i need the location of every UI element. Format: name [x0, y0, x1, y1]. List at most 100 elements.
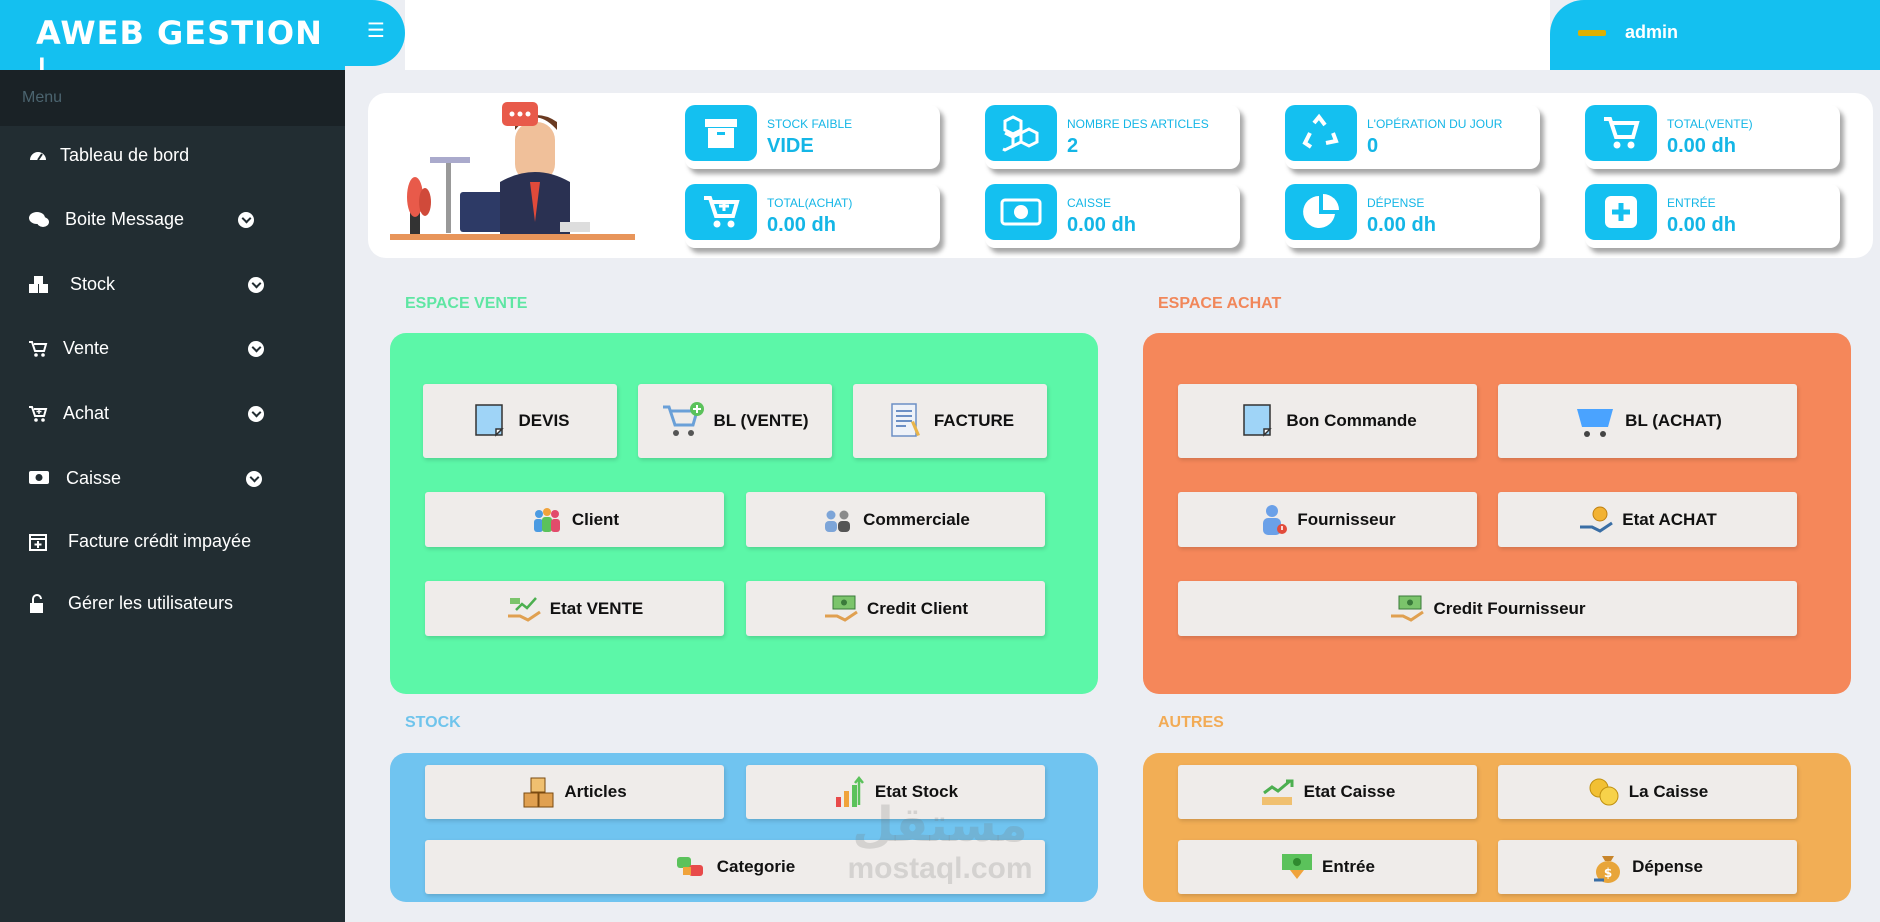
tile-etat-achat[interactable]: Etat ACHAT [1498, 492, 1797, 547]
money-icon [28, 469, 49, 489]
stat-label: L'OPÉRATION DU JOUR [1367, 117, 1503, 131]
sidebar-item-achat[interactable]: Achat [0, 392, 345, 436]
unlock-icon [28, 594, 48, 614]
tile-facture[interactable]: FACTURE [853, 384, 1047, 458]
sidebar-item-label: Facture crédit impayée [68, 531, 252, 551]
tile-label: Client [571, 509, 620, 529]
team-icon [821, 506, 855, 534]
cubes-icon [28, 275, 48, 295]
sidebar-item-facture-cr-dit-impay-e[interactable]: Facture crédit impayée [0, 520, 345, 564]
hamburger-icon: ☰ [367, 20, 385, 42]
menu-header: Menu [0, 70, 345, 126]
tile-credit-client[interactable]: Credit Client [746, 581, 1045, 636]
tile-label: Etat VENTE [549, 598, 644, 618]
tile-devis[interactable]: DEVIS [423, 384, 617, 458]
stat-label: TOTAL(ACHAT) [767, 196, 853, 210]
tile-etat-caisse[interactable]: Etat Caisse [1178, 765, 1477, 819]
category-icon [675, 853, 709, 881]
tile-credit-fournisseur[interactable]: Credit Fournisseur [1178, 581, 1797, 636]
section-title-vente: ESPACE VENTE [405, 295, 528, 312]
sidebar-item-stock[interactable]: Stock [0, 263, 345, 307]
watermark: مستقل mostaql.com [820, 800, 1060, 900]
sidebar-item-label: Boite Message [65, 209, 185, 229]
cart-plus-icon [685, 184, 757, 240]
invoice-icon [886, 401, 926, 441]
stat-label: DÉPENSE [1367, 196, 1425, 210]
watermark-text: mostaql.com [847, 852, 1033, 885]
stat-cart-plus: TOTAL(ACHAT) 0.00 dh [685, 184, 940, 248]
note-icon [1238, 401, 1278, 441]
stat-value: 0.00 dh [1367, 214, 1436, 236]
sidebar-item-g-rer-les-utilisateurs[interactable]: Gérer les utilisateurs [0, 582, 345, 626]
tile-label: Commerciale [863, 509, 970, 529]
supplier-icon [1259, 503, 1289, 537]
sidebar-item-boite-message[interactable]: Boite Message [0, 198, 345, 242]
chat-icon [28, 210, 49, 230]
chevron-down-icon [238, 212, 254, 228]
cart-plus-icon [28, 404, 48, 424]
stat-value: VIDE [767, 135, 814, 157]
dashboard-icon [28, 146, 48, 166]
tile-label: BL (VENTE) [713, 411, 809, 430]
cart-icon [1585, 105, 1657, 161]
chevron-down-icon [246, 471, 262, 487]
archive-icon [685, 105, 757, 161]
chevron-down-icon [248, 341, 264, 357]
stat-pie-chart: DÉPENSE 0.00 dh [1285, 184, 1540, 248]
tile-label: Credit Fournisseur [1433, 598, 1586, 618]
app-brand[interactable]: AWEB GESTION | [0, 0, 345, 90]
tile-label: Etat Stock [874, 782, 959, 801]
tile-label: DEVIS [518, 411, 570, 430]
hand-chart-icon [506, 594, 542, 624]
tile-label: La Caisse [1628, 782, 1709, 801]
stat-money: CAISSE 0.00 dh [985, 184, 1240, 248]
stat-label: TOTAL(VENTE) [1667, 117, 1753, 131]
tile-fournisseur[interactable]: Fournisseur [1178, 492, 1477, 547]
recycle-icon [1285, 105, 1357, 161]
tile-commerciale[interactable]: Commerciale [746, 492, 1045, 547]
tile-etat-vente[interactable]: Etat VENTE [425, 581, 724, 636]
tile-categorie[interactable]: Categorie [425, 840, 1045, 894]
stat-value: 0.00 dh [1067, 214, 1136, 236]
tile-label: Credit Client [866, 598, 969, 618]
menu-toggle-button[interactable]: ☰ [345, 0, 405, 66]
sidebar-item-label: Tableau de bord [60, 145, 190, 165]
tile-etat-stock[interactable]: Etat Stock [746, 765, 1045, 819]
tile-bl-achat[interactable]: BL (ACHAT) [1498, 384, 1797, 458]
stat-value: 0 [1367, 135, 1379, 157]
pie-chart-icon [1285, 184, 1357, 240]
sidebar-item-label: Caisse [66, 468, 122, 488]
user-menu[interactable]: admin [1550, 0, 1880, 70]
sidebar-item-tableau-de-bord[interactable]: Tableau de bord [0, 134, 345, 178]
stat-recycle: L'OPÉRATION DU JOUR 0 [1285, 105, 1540, 169]
money-in-icon [1280, 852, 1314, 882]
cart-blue-icon [1573, 401, 1617, 441]
sidebar-item-caisse[interactable]: Caisse [0, 457, 345, 501]
calendar-plus-icon [28, 532, 48, 552]
tile-d-pense[interactable]: $Dépense [1498, 840, 1797, 894]
sidebar-item-vente[interactable]: Vente [0, 327, 345, 371]
tile-la-caisse[interactable]: La Caisse [1498, 765, 1797, 819]
tile-entr-e[interactable]: Entrée [1178, 840, 1477, 894]
top-bar [405, 0, 1550, 70]
sidebar-item-label: Vente [63, 338, 110, 358]
businessman-illustration [390, 102, 635, 240]
stat-value: 0.00 dh [767, 214, 836, 236]
tile-articles[interactable]: Articles [425, 765, 724, 819]
tile-bl-vente[interactable]: BL (VENTE) [638, 384, 832, 458]
tile-label: FACTURE [933, 411, 1015, 430]
chevron-down-icon [248, 277, 264, 293]
user-avatar-icon [1578, 30, 1606, 36]
line-growth-icon [1260, 777, 1296, 807]
stat-cart: TOTAL(VENTE)0.00 dh [1585, 105, 1840, 169]
tile-label: Etat ACHAT [1622, 509, 1717, 529]
section-title-achat: ESPACE ACHAT [1158, 295, 1282, 312]
tile-client[interactable]: Client [425, 492, 724, 547]
stat-label: NOMBRE DES ARTICLES [1067, 117, 1209, 131]
stat-value: 0.00 dh [1667, 214, 1736, 236]
stat-label: CAISSE [1067, 196, 1112, 210]
tile-bon-commande[interactable]: Bon Commande [1178, 384, 1477, 458]
